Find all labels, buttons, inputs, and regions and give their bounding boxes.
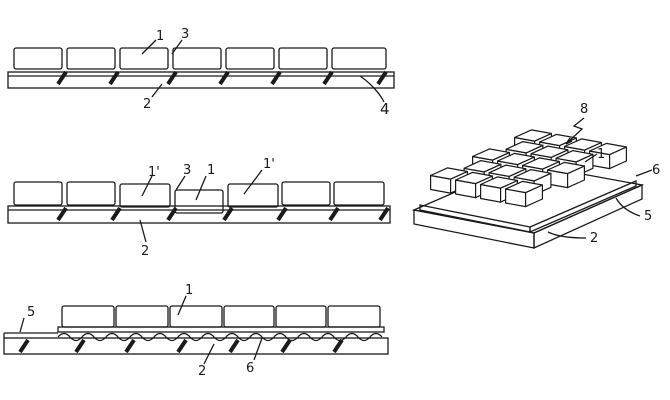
paving-block (546, 161, 586, 189)
base-layer (7, 205, 391, 224)
label-tile: 1 (597, 147, 605, 162)
dotted-layer (3, 326, 385, 338)
base-layer (3, 337, 389, 355)
label-base: 2 (141, 244, 149, 259)
label-edge: 4 (380, 100, 390, 118)
base-layer (7, 70, 395, 89)
tile-lifted (227, 183, 279, 208)
label-profile: 6 (246, 361, 254, 376)
tile (223, 305, 275, 328)
tile (281, 181, 331, 206)
tile (327, 305, 381, 328)
tile (225, 47, 275, 70)
label-base: 2 (143, 97, 151, 112)
leader-arrow (565, 117, 585, 145)
tile (13, 181, 63, 206)
tile-row (13, 181, 385, 214)
label-base: 2 (590, 231, 598, 246)
label-gap: 3 (183, 163, 191, 178)
wavy-profile (57, 332, 383, 342)
label-gap: 3 (181, 27, 189, 42)
tile (333, 181, 385, 206)
tile (66, 181, 116, 206)
tile (278, 47, 328, 70)
tile-row (13, 47, 387, 70)
figure-1: 1 3 2 4 (7, 27, 395, 118)
label-layer: 5 (27, 305, 35, 320)
tile-row (61, 305, 381, 328)
tile-sunk (174, 189, 224, 214)
label-tile-b: 1 (207, 163, 215, 178)
figure-3: 5 1 2 6 (3, 283, 389, 379)
figure-2: 1' 3 1 1' 2 (7, 157, 391, 259)
tile (66, 47, 116, 70)
label-tile-a: 1' (148, 165, 160, 180)
tile (275, 305, 327, 328)
label-tile-c: 1' (263, 157, 275, 172)
label-base: 2 (198, 364, 206, 379)
tile (13, 47, 63, 70)
tile (172, 47, 222, 70)
label-tile: 1 (156, 29, 164, 44)
tile (61, 305, 115, 328)
tile-lifted (119, 183, 171, 208)
label-tile: 1 (185, 283, 193, 298)
label-profile: 6 (652, 163, 660, 178)
block-grid (430, 129, 628, 208)
paving-block (505, 180, 544, 208)
label-assembly: 8 (580, 102, 588, 117)
tile (331, 47, 387, 70)
tile (169, 305, 223, 328)
label-layer: 5 (644, 209, 652, 224)
tile (115, 305, 169, 328)
layer-side (529, 180, 637, 233)
figure-4: 8 1 6 5 2 (411, 102, 660, 250)
base-slab-side (533, 183, 643, 250)
tile (119, 47, 169, 70)
